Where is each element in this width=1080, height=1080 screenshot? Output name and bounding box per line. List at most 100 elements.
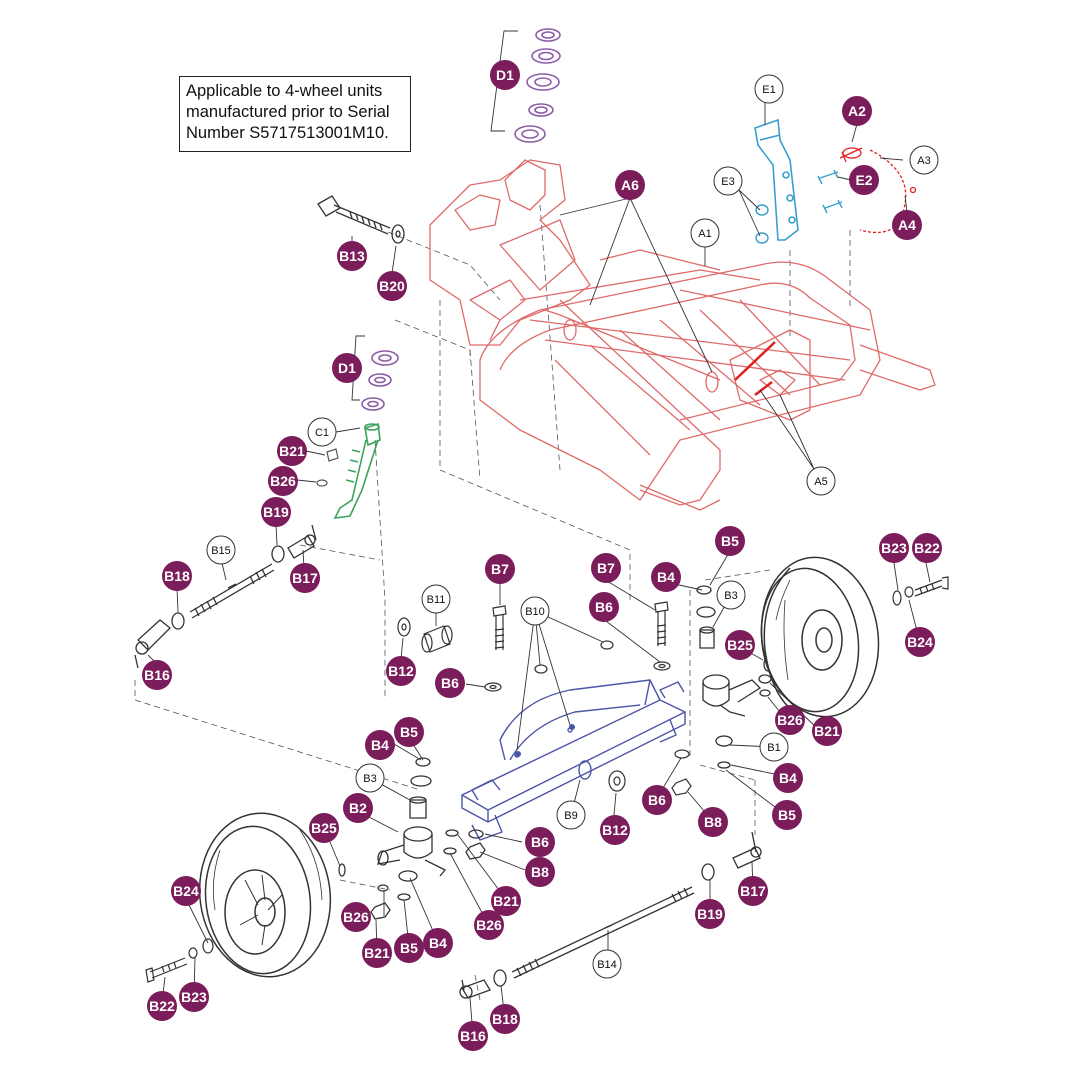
callout-B3-left: B3 bbox=[355, 763, 385, 793]
callout-B4-left-top: B4 bbox=[365, 730, 395, 760]
callout-D1-upper: D1 bbox=[490, 60, 520, 90]
bolt-left bbox=[492, 605, 507, 650]
axle-holes bbox=[515, 724, 575, 757]
bracket-screws bbox=[755, 169, 843, 244]
callout-C1: C1 bbox=[307, 417, 337, 447]
callout-B15: B15 bbox=[206, 535, 236, 565]
svg-text:B5: B5 bbox=[721, 533, 739, 549]
svg-text:B19: B19 bbox=[263, 504, 289, 520]
tie-rod-lower bbox=[493, 863, 715, 987]
svg-text:B7: B7 bbox=[597, 560, 615, 576]
callout-B16-upper: B16 bbox=[142, 660, 172, 690]
svg-text:B7: B7 bbox=[491, 561, 509, 577]
callout-B21-right: B21 bbox=[812, 716, 842, 746]
callout-B18-upper: B18 bbox=[162, 561, 192, 591]
svg-text:B6: B6 bbox=[595, 599, 613, 615]
svg-text:B12: B12 bbox=[602, 822, 628, 838]
svg-text:B4: B4 bbox=[371, 737, 389, 753]
svg-text:B16: B16 bbox=[144, 667, 170, 683]
svg-text:B22: B22 bbox=[149, 998, 175, 1014]
callout-A1: A1 bbox=[690, 218, 720, 248]
note-line-1: Applicable to 4-wheel units bbox=[186, 82, 383, 100]
svg-text:B17: B17 bbox=[740, 883, 766, 899]
frame-assembly bbox=[429, 159, 936, 511]
svg-text:A1: A1 bbox=[698, 228, 711, 240]
svg-text:B4: B4 bbox=[429, 935, 447, 951]
rod-end-left-upper bbox=[134, 619, 171, 669]
svg-text:B20: B20 bbox=[379, 278, 405, 294]
callout-B7-left: B7 bbox=[485, 554, 515, 584]
svg-text:E1: E1 bbox=[762, 84, 775, 96]
bearing-set-lower bbox=[361, 350, 399, 411]
rod-end-left-lower bbox=[459, 979, 491, 999]
svg-text:B2: B2 bbox=[349, 800, 367, 816]
svg-text:B26: B26 bbox=[270, 473, 296, 489]
callout-B26-upper: B26 bbox=[268, 466, 298, 496]
callout-B6-left-bottom: B6 bbox=[525, 827, 555, 857]
svg-text:D1: D1 bbox=[338, 360, 356, 376]
rod-end-right-lower bbox=[732, 831, 762, 869]
callouts-filled: A2 A4 A6 E2 D1 D1 B13 B20 B21 B26 B19 B1… bbox=[142, 60, 942, 1051]
callout-B5-right-top: B5 bbox=[715, 526, 745, 556]
left-steering-knuckle bbox=[338, 757, 486, 920]
svg-text:B25: B25 bbox=[311, 820, 337, 836]
svg-text:B23: B23 bbox=[181, 989, 207, 1005]
svg-text:B3: B3 bbox=[724, 590, 737, 602]
callout-B24-left: B24 bbox=[171, 876, 201, 906]
callout-B6-mid: B6 bbox=[642, 785, 672, 815]
svg-text:B1: B1 bbox=[767, 742, 780, 754]
applicability-note: Applicable to 4-wheel units manufactured… bbox=[179, 76, 411, 152]
callout-B25-right: B25 bbox=[725, 630, 755, 660]
callout-B17-upper: B17 bbox=[290, 563, 320, 593]
callout-E2: E2 bbox=[849, 165, 879, 195]
callout-B11: B11 bbox=[421, 584, 451, 614]
callout-B22-right: B22 bbox=[912, 533, 942, 563]
callout-E3: E3 bbox=[713, 166, 743, 196]
callout-B17-lower: B17 bbox=[738, 876, 768, 906]
bearing-set-upper bbox=[514, 28, 561, 143]
svg-text:B18: B18 bbox=[164, 568, 190, 584]
svg-text:E2: E2 bbox=[855, 172, 872, 188]
svg-text:B12: B12 bbox=[388, 663, 414, 679]
svg-text:B19: B19 bbox=[697, 906, 723, 922]
svg-text:B23: B23 bbox=[881, 540, 907, 556]
frame-contact-marks bbox=[734, 341, 776, 396]
callout-A2: A2 bbox=[842, 96, 872, 126]
tie-rod-upper bbox=[171, 545, 285, 630]
svg-text:B25: B25 bbox=[727, 637, 753, 653]
svg-text:A5: A5 bbox=[814, 476, 827, 488]
callout-B23-right: B23 bbox=[879, 533, 909, 563]
callout-B26-mid: B26 bbox=[474, 910, 504, 940]
svg-text:B6: B6 bbox=[648, 792, 666, 808]
wheel-left bbox=[198, 812, 332, 978]
axle-hardware-right bbox=[892, 576, 949, 606]
callout-B8-right: B8 bbox=[698, 807, 728, 837]
callout-B12-right: B12 bbox=[600, 815, 630, 845]
axle-hardware-left bbox=[145, 938, 214, 983]
callout-B21-upper: B21 bbox=[277, 436, 307, 466]
svg-text:B21: B21 bbox=[493, 893, 519, 909]
svg-text:B21: B21 bbox=[814, 723, 840, 739]
callout-B25-left: B25 bbox=[309, 813, 339, 843]
svg-text:B4: B4 bbox=[779, 770, 797, 786]
svg-text:A6: A6 bbox=[621, 177, 639, 193]
callout-B1: B1 bbox=[759, 732, 789, 762]
callout-B24-right: B24 bbox=[905, 627, 935, 657]
callout-B5-left-bottom: B5 bbox=[394, 933, 424, 963]
svg-text:B3: B3 bbox=[363, 773, 376, 785]
svg-text:B26: B26 bbox=[343, 909, 369, 925]
front-axle bbox=[461, 679, 686, 841]
svg-text:B15: B15 bbox=[211, 545, 231, 557]
svg-text:B21: B21 bbox=[364, 945, 390, 961]
svg-text:C1: C1 bbox=[315, 427, 329, 439]
callout-B21-left: B21 bbox=[362, 938, 392, 968]
svg-text:B14: B14 bbox=[597, 959, 617, 971]
mounting-bracket bbox=[754, 118, 799, 241]
callout-B2: B2 bbox=[343, 793, 373, 823]
callout-B26-left: B26 bbox=[341, 902, 371, 932]
callout-B12-left: B12 bbox=[386, 656, 416, 686]
svg-text:B24: B24 bbox=[907, 634, 933, 650]
svg-text:B13: B13 bbox=[339, 248, 365, 264]
